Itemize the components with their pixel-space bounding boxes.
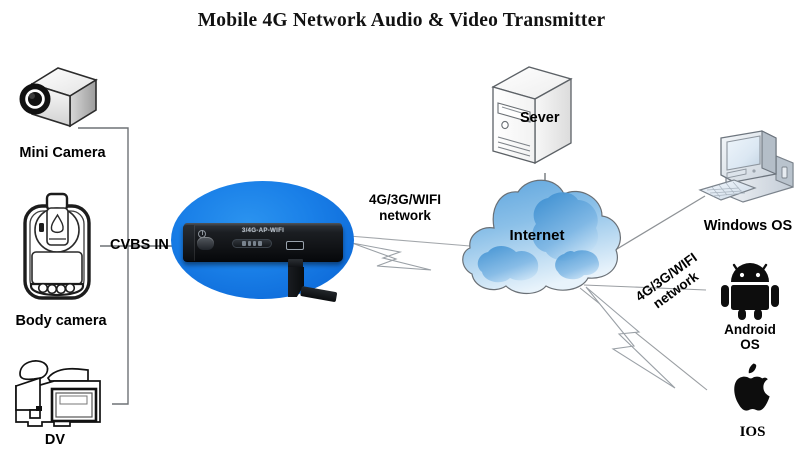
lightning-bolt-1 [351,242,432,271]
windows-os-label: Windows OS [703,218,793,234]
server-label: Sever [520,110,560,126]
apple-logo-icon [734,363,770,411]
internet-label: Internet [509,227,565,244]
cloud-windows-link [611,195,706,253]
mini-camera-icon [19,67,98,128]
usb-port [286,241,304,250]
led-indicator-strip [232,239,272,248]
body-camera-label: Body camera [15,313,107,329]
cvbs-in-label: CVBS IN [110,237,169,253]
usb-plug [288,259,303,268]
usb-cable [288,267,304,297]
network-label-1: 4G/3G/WIFI network [368,192,441,223]
transmitter-left-cap [183,225,195,261]
android-os-label: Android OS [724,322,776,353]
windows-pc-icon [698,130,794,203]
transmitter-model-label: 3/4G-AP-WIFI [241,227,285,234]
server-icon [491,66,573,165]
lightning-bolt-2 [585,286,676,389]
android-robot-icon [721,263,779,320]
body-camera-icon [23,192,91,300]
dv-camcorder-label: DV [44,432,66,448]
transmitter-top-edge [184,223,342,227]
cloud-android-link [583,284,707,291]
internet-cloud-icon [462,179,621,295]
power-button[interactable] [197,237,214,250]
dv-camcorder-icon [15,360,101,427]
transmitter-device: 3/4G-AP-WIFI [171,181,354,303]
transmitter-cloud-link [348,235,471,247]
mini-camera-label: Mini Camera [19,145,106,161]
ios-label: IOS [739,424,766,440]
page-title: Mobile 4G Network Audio & Video Transmit… [197,10,606,31]
